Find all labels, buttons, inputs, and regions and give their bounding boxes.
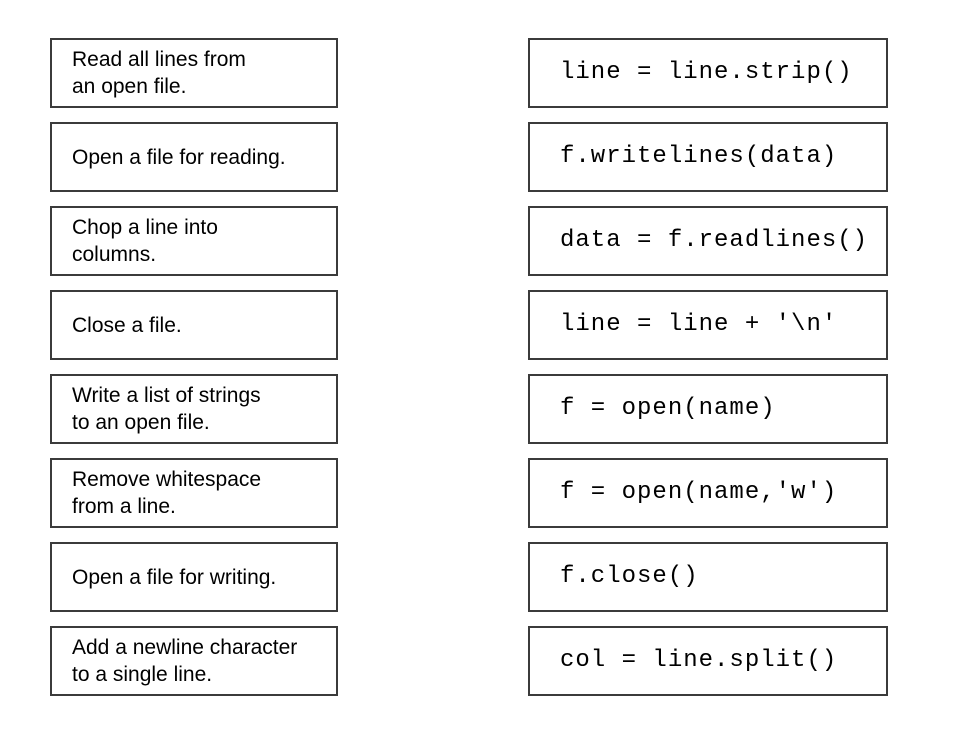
description-text: Add a newline character to a single line… bbox=[72, 636, 298, 686]
code-box-close[interactable]: f.close() bbox=[528, 542, 888, 612]
code-box-open-read[interactable]: f = open(name) bbox=[528, 374, 888, 444]
code-text: f.writelines(data) bbox=[560, 143, 838, 170]
description-text: Remove whitespace from a line. bbox=[72, 468, 262, 518]
code-text: line = line.strip() bbox=[560, 59, 853, 86]
code-text: f = open(name) bbox=[560, 395, 776, 422]
description-text: Open a file for reading. bbox=[72, 145, 286, 169]
description-box-add-newline[interactable]: Add a newline character to a single line… bbox=[50, 626, 338, 696]
description-text: Read all lines from an open file. bbox=[72, 48, 246, 98]
code-box-add-newline-char[interactable]: line = line + '\n' bbox=[528, 290, 888, 360]
code-box-open-write[interactable]: f = open(name,'w') bbox=[528, 458, 888, 528]
code-column: line = line.strip() f.writelines(data) d… bbox=[528, 38, 888, 696]
code-text: line = line + '\n' bbox=[560, 311, 838, 338]
description-text: Close a file. bbox=[72, 313, 182, 337]
description-box-chop-into-columns[interactable]: Chop a line into columns. bbox=[50, 206, 338, 276]
description-box-open-for-reading[interactable]: Open a file for reading. bbox=[50, 122, 338, 192]
description-box-close-file[interactable]: Close a file. bbox=[50, 290, 338, 360]
code-box-line-strip[interactable]: line = line.strip() bbox=[528, 38, 888, 108]
description-text: Chop a line into columns. bbox=[72, 216, 218, 266]
description-text: Open a file for writing. bbox=[72, 565, 277, 589]
code-box-readlines[interactable]: data = f.readlines() bbox=[528, 206, 888, 276]
description-box-read-all-lines[interactable]: Read all lines from an open file. bbox=[50, 38, 338, 108]
code-box-line-split[interactable]: col = line.split() bbox=[528, 626, 888, 696]
description-column: Read all lines from an open file. Open a… bbox=[50, 38, 338, 696]
code-text: f.close() bbox=[560, 563, 699, 590]
description-box-open-for-writing[interactable]: Open a file for writing. bbox=[50, 542, 338, 612]
description-text: Write a list of strings to an open file. bbox=[72, 384, 261, 434]
code-box-writelines[interactable]: f.writelines(data) bbox=[528, 122, 888, 192]
code-text: f = open(name,'w') bbox=[560, 479, 838, 506]
description-box-write-list[interactable]: Write a list of strings to an open file. bbox=[50, 374, 338, 444]
description-box-remove-whitespace[interactable]: Remove whitespace from a line. bbox=[50, 458, 338, 528]
code-text: data = f.readlines() bbox=[560, 227, 869, 254]
code-text: col = line.split() bbox=[560, 647, 838, 674]
